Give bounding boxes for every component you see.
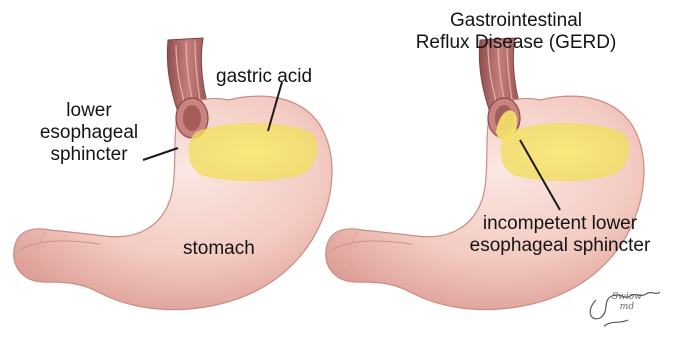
right-stomach [326,38,644,310]
right-gastric-acid [500,123,629,181]
gerd-title: Gastrointestinal Reflux Disease (GERD) [402,10,630,54]
left-sphincter-leader [143,148,178,160]
incompetent-sphincter-label: incompetent lower esophageal sphincter [456,213,664,257]
lower-esophageal-sphincter-label: lower esophageal sphincter [30,100,148,166]
signature-text: Swiow md [612,292,642,312]
left-gastric-acid [188,123,317,181]
gastric-acid-label: gastric acid [216,66,312,88]
stomach-label: stomach [183,238,255,260]
